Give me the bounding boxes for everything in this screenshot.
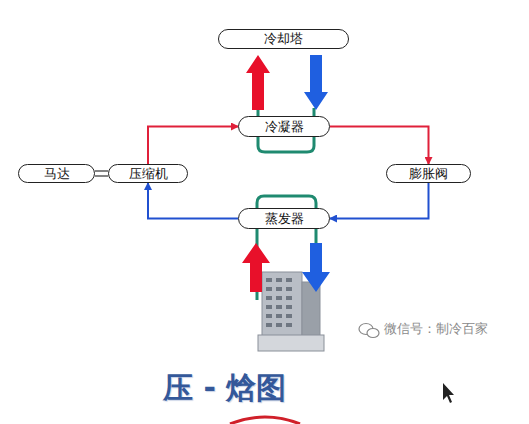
shaft-coupling — [95, 171, 108, 176]
slide-heading: 压 - 焓图 — [163, 368, 286, 409]
refrigerant-line — [330, 183, 429, 219]
refrigerant-line — [148, 183, 238, 219]
watermark: 微信号：制冷百家 — [384, 320, 488, 338]
decor-arc — [230, 417, 300, 424]
component-name: 压缩机 — [129, 165, 168, 183]
component-box: 冷凝器 — [238, 116, 330, 137]
flow-arrow — [304, 55, 328, 110]
return-arrow — [302, 243, 330, 292]
component-name: 马达 — [44, 165, 70, 183]
flow-arrow — [246, 55, 270, 110]
component-box: 冷却塔 — [218, 29, 349, 49]
refrigerant-line — [148, 127, 238, 165]
shaft-line — [95, 170, 108, 171]
cursor — [443, 383, 454, 403]
shaft-line — [95, 175, 108, 176]
component-box: 马达 — [18, 164, 95, 183]
wechat-icon — [359, 324, 379, 338]
refrigerant-line — [330, 127, 429, 165]
component-box: 压缩机 — [108, 164, 188, 183]
supply-arrow — [242, 243, 270, 292]
component-name: 冷却塔 — [264, 30, 303, 48]
component-name: 膨胀阀 — [409, 165, 448, 183]
component-name: 冷凝器 — [265, 118, 304, 136]
component-box: 蒸发器 — [238, 208, 330, 229]
component-name: 蒸发器 — [265, 210, 304, 228]
component-box: 膨胀阀 — [386, 164, 471, 183]
